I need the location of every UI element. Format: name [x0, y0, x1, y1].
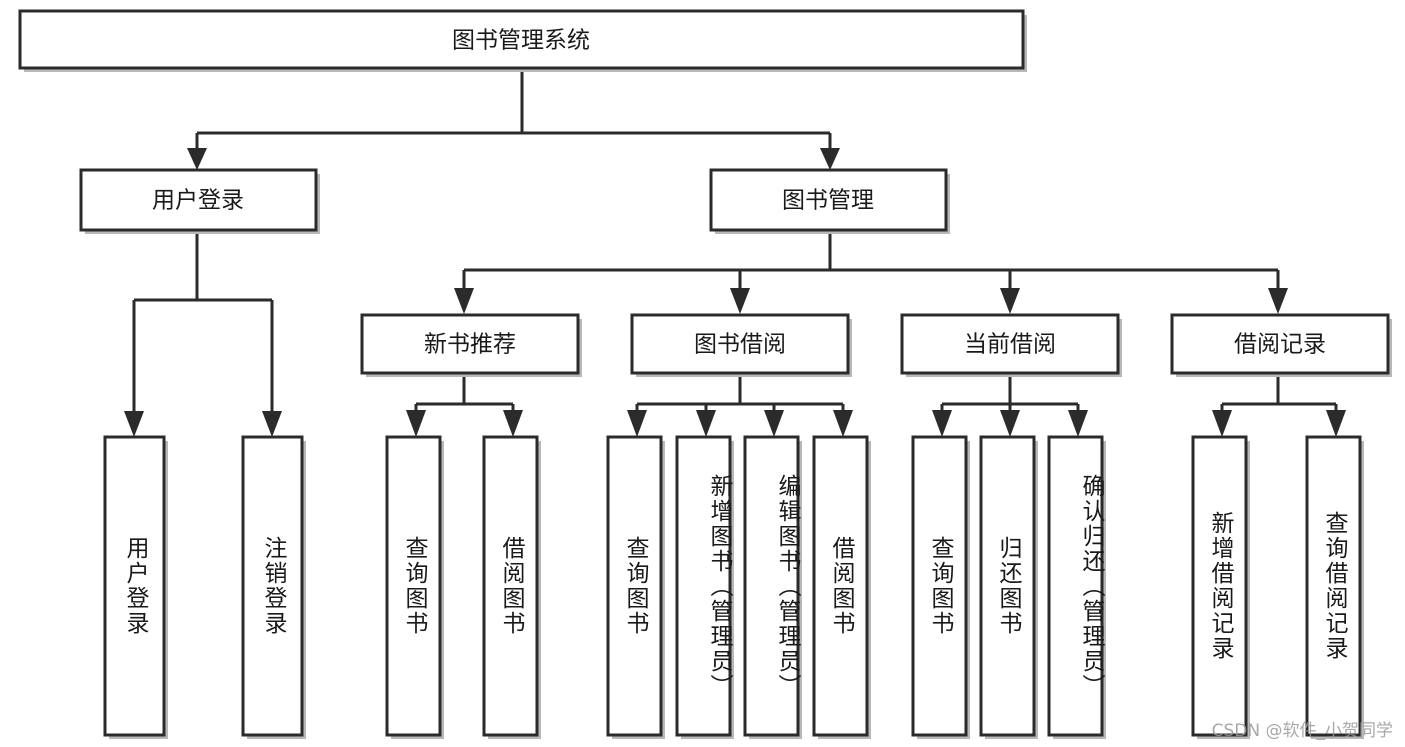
nodes-layer: 图书管理系统 用户登录 图书管理 新书推荐 图书借阅 当前借阅 借阅记录	[18, 9, 1392, 739]
user-login-label: 用户登录	[152, 188, 244, 214]
node-leaf-confirm-return[interactable]	[1047, 435, 1104, 737]
node-root[interactable]	[18, 9, 1025, 70]
node-leaf-logout-login[interactable]	[241, 435, 304, 737]
arrow-leaf-edit-book	[764, 410, 784, 437]
node-leaf-query-book-3[interactable]	[911, 435, 968, 737]
node-new-book-rec[interactable]	[360, 313, 580, 375]
node-leaf-edit-book[interactable]	[743, 435, 800, 737]
borrow-record-label: 借阅记录	[1234, 332, 1326, 358]
node-current-borrow[interactable]	[900, 313, 1120, 375]
book-borrow-label: 图书借阅	[694, 332, 786, 358]
current-borrow-label: 当前借阅	[964, 332, 1056, 358]
arrow-leaf-logout-login	[262, 411, 282, 437]
arrow-leaf-add-book	[696, 410, 716, 437]
edges-layer	[124, 70, 1346, 437]
node-book-manage[interactable]	[709, 168, 948, 232]
csdn-watermark: CSDN @软件_小贺同学	[1211, 721, 1393, 741]
arrow-book-manage	[820, 148, 840, 170]
arrow-leaf-borrow-book-2	[833, 410, 853, 437]
node-leaf-add-record[interactable]	[1191, 435, 1248, 737]
arrow-new-book-rec	[454, 288, 474, 314]
node-leaf-user-login[interactable]	[103, 435, 166, 737]
arrow-leaf-query-book-3	[932, 410, 952, 437]
arrow-leaf-query-book-1	[406, 410, 426, 437]
arrow-leaf-user-login	[124, 411, 144, 437]
node-leaf-borrow-book-1[interactable]	[482, 435, 539, 737]
book-manage-label: 图书管理	[782, 188, 874, 214]
arrow-leaf-return-book	[1000, 410, 1020, 437]
root-label: 图书管理系统	[452, 28, 590, 54]
node-leaf-query-record[interactable]	[1305, 435, 1362, 737]
arrow-book-borrow	[730, 288, 750, 314]
arrow-leaf-confirm-return	[1068, 410, 1088, 437]
node-user-login[interactable]	[79, 168, 318, 232]
node-book-borrow[interactable]	[630, 313, 850, 375]
node-leaf-query-book-1[interactable]	[385, 435, 442, 737]
arrow-leaf-borrow-book-1	[503, 410, 523, 437]
arrow-leaf-add-record	[1212, 410, 1232, 437]
node-borrow-record[interactable]	[1170, 313, 1390, 375]
node-leaf-add-book[interactable]	[675, 435, 732, 737]
arrow-leaf-query-book-2	[627, 410, 647, 437]
node-leaf-query-book-2[interactable]	[606, 435, 663, 737]
new-book-rec-label: 新书推荐	[424, 332, 516, 358]
node-leaf-borrow-book-2[interactable]	[812, 435, 869, 737]
arrow-leaf-query-record	[1326, 410, 1346, 437]
arrow-borrow-record	[1268, 288, 1288, 314]
node-leaf-return-book[interactable]	[979, 435, 1036, 737]
arrow-user-login	[187, 148, 207, 170]
arrow-current-borrow	[1000, 288, 1020, 314]
